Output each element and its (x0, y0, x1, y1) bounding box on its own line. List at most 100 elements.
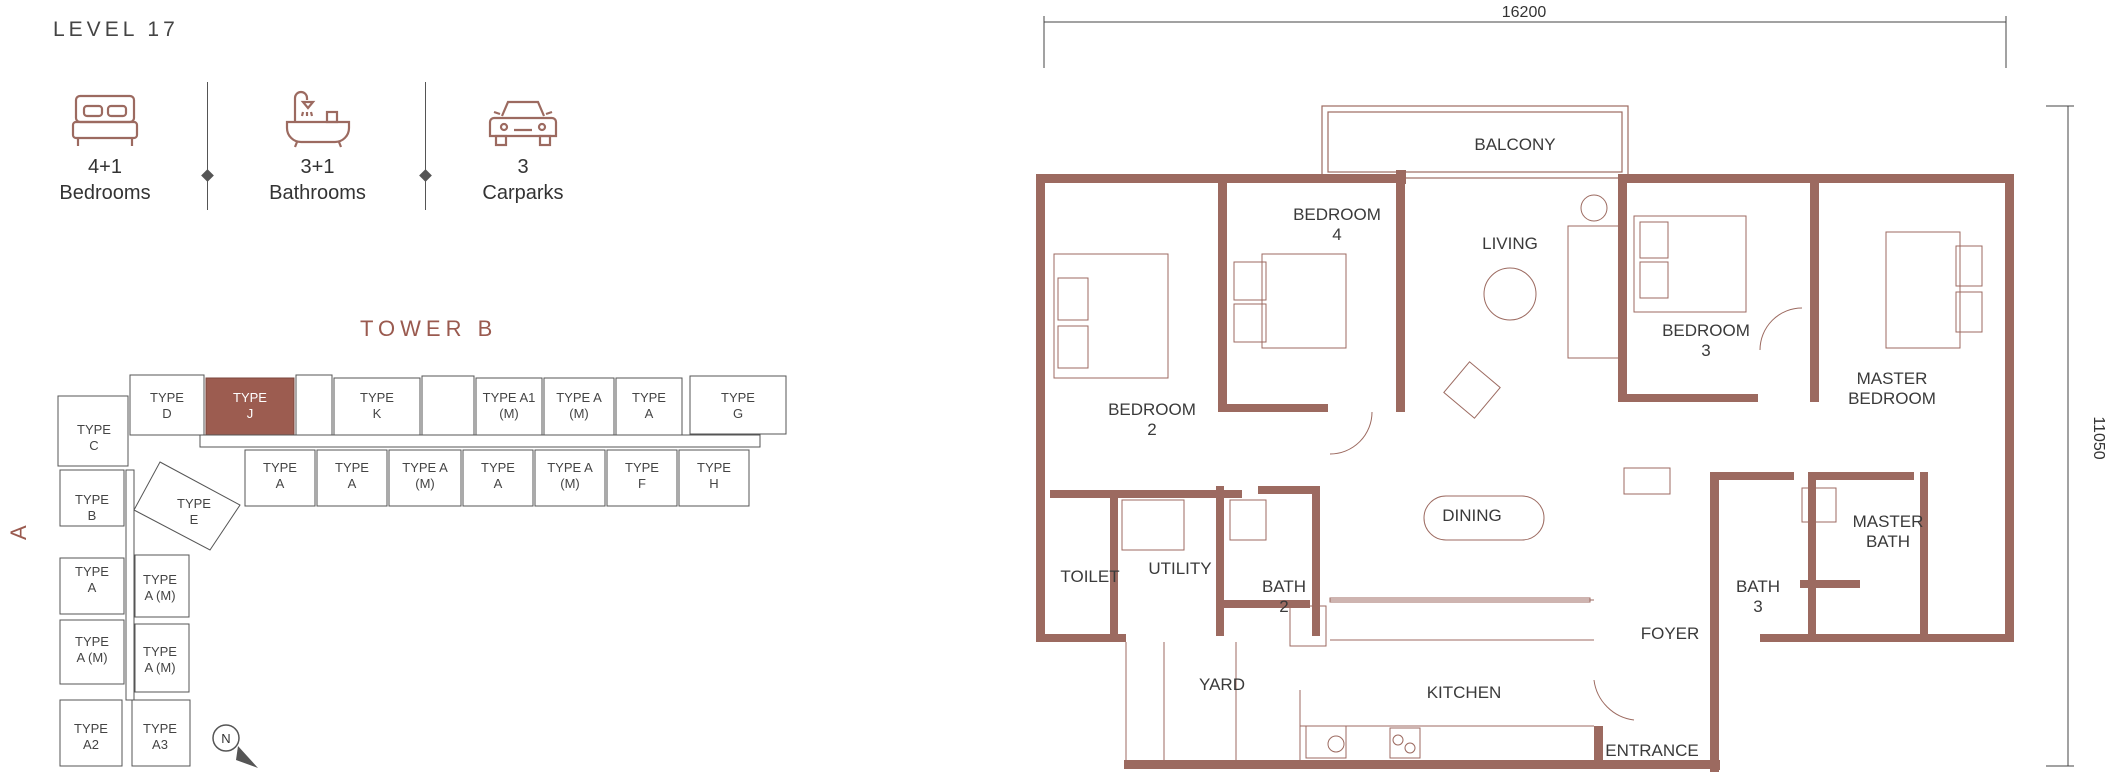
unit-type-am[interactable] (388, 449, 462, 507)
unit-type-c[interactable] (57, 395, 129, 467)
unit-label: A (88, 580, 97, 595)
bedrooms-label: Bedrooms (59, 182, 151, 204)
room-bath-3-number: 3 (1753, 597, 1762, 616)
unit-type-a[interactable] (316, 449, 388, 507)
unit-label: A (645, 406, 654, 421)
car-icon (488, 100, 558, 147)
unit-label: TYPE (74, 721, 108, 736)
unit-label: TYPE (632, 390, 666, 405)
room-bedroom-2-number: 2 (1147, 420, 1156, 439)
room-toilet: TOILET (1060, 567, 1119, 586)
divider-diamond (419, 169, 432, 182)
unit-type-a[interactable] (615, 377, 683, 436)
balcony-outline (1321, 105, 1629, 179)
room-bath-3: BATH (1736, 577, 1780, 596)
room-balcony: BALCONY (1474, 135, 1555, 154)
room-bedroom-3-number: 3 (1701, 341, 1710, 360)
unit-type-a[interactable] (59, 557, 125, 615)
unit-label: TYPE (481, 460, 515, 475)
unit-label: E (190, 512, 199, 527)
unit-type-a2[interactable] (59, 699, 123, 767)
stat-bathrooms: 3+1 Bathrooms (250, 88, 385, 206)
room-master-bedroom: MASTER (1857, 369, 1928, 388)
room-bedroom-2: BEDROOM (1108, 400, 1196, 419)
room-dining: DINING (1442, 506, 1502, 525)
unit-type-d[interactable] (129, 374, 205, 436)
unit-type-am[interactable] (534, 449, 606, 507)
divider-diamond (201, 169, 214, 182)
unit-label: TYPE (233, 390, 267, 405)
room-entrance: ENTRANCE (1605, 741, 1699, 760)
room-master-bath: MASTER (1853, 512, 1924, 531)
room-bedroom-3: BEDROOM (1662, 321, 1750, 340)
unit-label: H (709, 476, 718, 491)
unit-label: A (494, 476, 503, 491)
level-title: LEVEL 17 (53, 18, 179, 41)
unit-label: J (247, 406, 254, 421)
room-utility: UTILITY (1148, 559, 1211, 578)
unit-type-am[interactable] (134, 623, 190, 693)
unit-label: K (373, 406, 382, 421)
unit-type-h[interactable] (678, 449, 750, 507)
unit-label: B (88, 508, 97, 523)
bed-icon (71, 94, 139, 146)
room-bedroom-4-number: 4 (1332, 225, 1341, 244)
width-dimension-label: 16200 (1502, 4, 1547, 21)
room-living: LIVING (1482, 234, 1538, 253)
height-dimension-label: 11050 (2090, 416, 2107, 459)
unit-label: TYPE (75, 634, 109, 649)
room-bedroom-4: BEDROOM (1293, 205, 1381, 224)
unit-label: TYPE A (547, 460, 593, 475)
stat-carparks: 3 Carparks (458, 96, 588, 206)
unit-label: F (638, 476, 646, 491)
unit-label: A3 (152, 737, 168, 752)
unit-type-am[interactable] (59, 619, 125, 685)
unit-type-b[interactable] (59, 469, 125, 527)
unit-type-a1m[interactable] (475, 377, 543, 436)
bathtub-icon (285, 90, 350, 148)
unit-label: TYPE A (556, 390, 602, 405)
unit-label: (M) (415, 476, 435, 491)
unit-label: TYPE (143, 644, 177, 659)
stat-bedrooms: 4+1 Bedrooms (40, 92, 170, 206)
room-yard: YARD (1199, 675, 1245, 694)
unit-type-j-highlighted[interactable] (205, 377, 295, 436)
unit-label: TYPE (335, 460, 369, 475)
unit-type-f[interactable] (606, 449, 678, 507)
unit-label: TYPE (360, 390, 394, 405)
unit-type-am[interactable] (134, 554, 190, 618)
corridor (125, 469, 135, 701)
unit-label: TYPE (625, 460, 659, 475)
unit-label: A (348, 476, 357, 491)
unit-label: G (733, 406, 743, 421)
unit-label: TYPE (721, 390, 755, 405)
unit-type-e[interactable] (133, 461, 241, 551)
unit-label: TYPE (150, 390, 184, 405)
unit-label: (M) (499, 406, 519, 421)
floor-plan: 16200 11050 (1036, 4, 2107, 772)
room-master-bedroom-2: BEDROOM (1848, 389, 1936, 408)
unit-type-a[interactable] (462, 449, 534, 507)
unit-label: A (M) (144, 588, 175, 603)
stat-divider (207, 82, 208, 210)
unit-type-am[interactable] (543, 377, 615, 436)
unit-label: TYPE (697, 460, 731, 475)
unit-core (421, 375, 475, 436)
unit-label: TYPE (143, 572, 177, 587)
unit-type-a3[interactable] (131, 699, 191, 767)
width-dimension (1043, 16, 2007, 68)
walls (1036, 170, 2014, 772)
unit-label: TYPE (77, 422, 111, 437)
unit-label: (M) (569, 406, 589, 421)
unit-blank (295, 374, 333, 436)
unit-type-a[interactable] (244, 449, 316, 507)
north-arrow-icon: N (212, 724, 258, 768)
room-bath-2: BATH (1262, 577, 1306, 596)
unit-type-g[interactable] (689, 375, 787, 435)
room-bath-2-number: 2 (1279, 597, 1288, 616)
unit-label: D (162, 406, 171, 421)
carparks-label: Carparks (482, 182, 564, 204)
unit-label: A2 (83, 737, 99, 752)
unit-label: TYPE (143, 721, 177, 736)
unit-label: C (89, 438, 98, 453)
